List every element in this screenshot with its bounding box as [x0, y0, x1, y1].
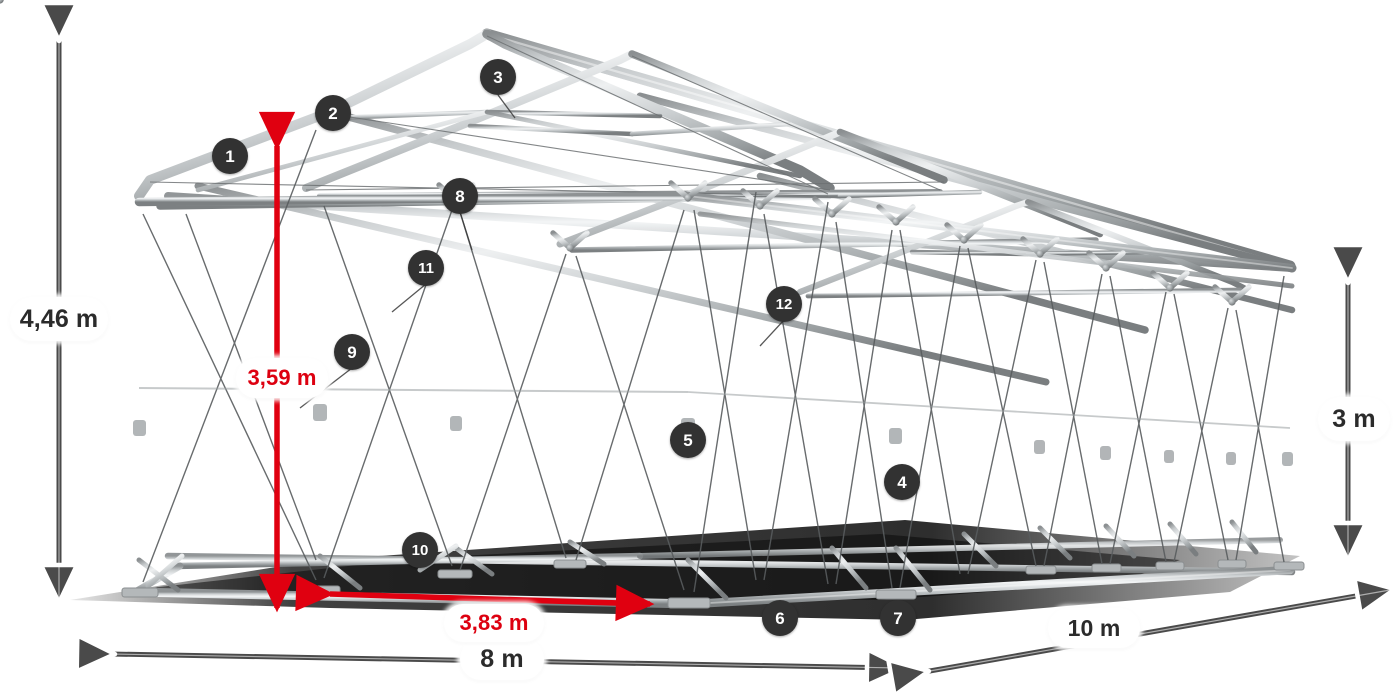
leader-line-11	[391, 283, 427, 313]
dimension-label-length: 10 m	[1048, 608, 1140, 648]
leader-line-12	[759, 319, 785, 347]
dimension-label-side-height: 3 m	[1318, 397, 1390, 441]
vertical-posts	[132, 110, 1294, 608]
callout-badge-5[interactable]: 5	[670, 422, 706, 458]
callout-badge-6[interactable]: 6	[762, 600, 798, 636]
dimension-label-width: 8 m	[460, 638, 544, 680]
dimension-label-total-height: 4,46 m	[10, 297, 108, 341]
wall-cross-bracing	[142, 129, 1285, 593]
callout-badge-2[interactable]: 2	[315, 95, 351, 131]
callout-badge-8[interactable]: 8	[442, 178, 478, 214]
leader-line-3	[497, 94, 516, 119]
callout-leader-lines	[299, 94, 785, 409]
callout-badge-12[interactable]: 12	[766, 286, 802, 322]
leader-line-8	[459, 211, 473, 251]
leader-line-9	[299, 367, 353, 409]
dimension-label-clear-width: 3,83 m	[444, 604, 544, 642]
callout-badge-11[interactable]: 11	[408, 250, 444, 286]
mid-rails	[138, 387, 1291, 429]
dim-arrow-clear-width	[295, 574, 655, 622]
callout-badge-7[interactable]: 7	[880, 600, 916, 636]
dimension-label-clear-height: 3,59 m	[236, 358, 328, 398]
callout-badge-4[interactable]: 4	[884, 464, 920, 500]
callout-badge-10[interactable]: 10	[402, 532, 438, 568]
callout-badge-3[interactable]: 3	[480, 59, 516, 95]
callout-badge-9[interactable]: 9	[334, 334, 370, 370]
eaves-beams	[134, 191, 1296, 289]
callout-badge-1[interactable]: 1	[212, 138, 248, 174]
